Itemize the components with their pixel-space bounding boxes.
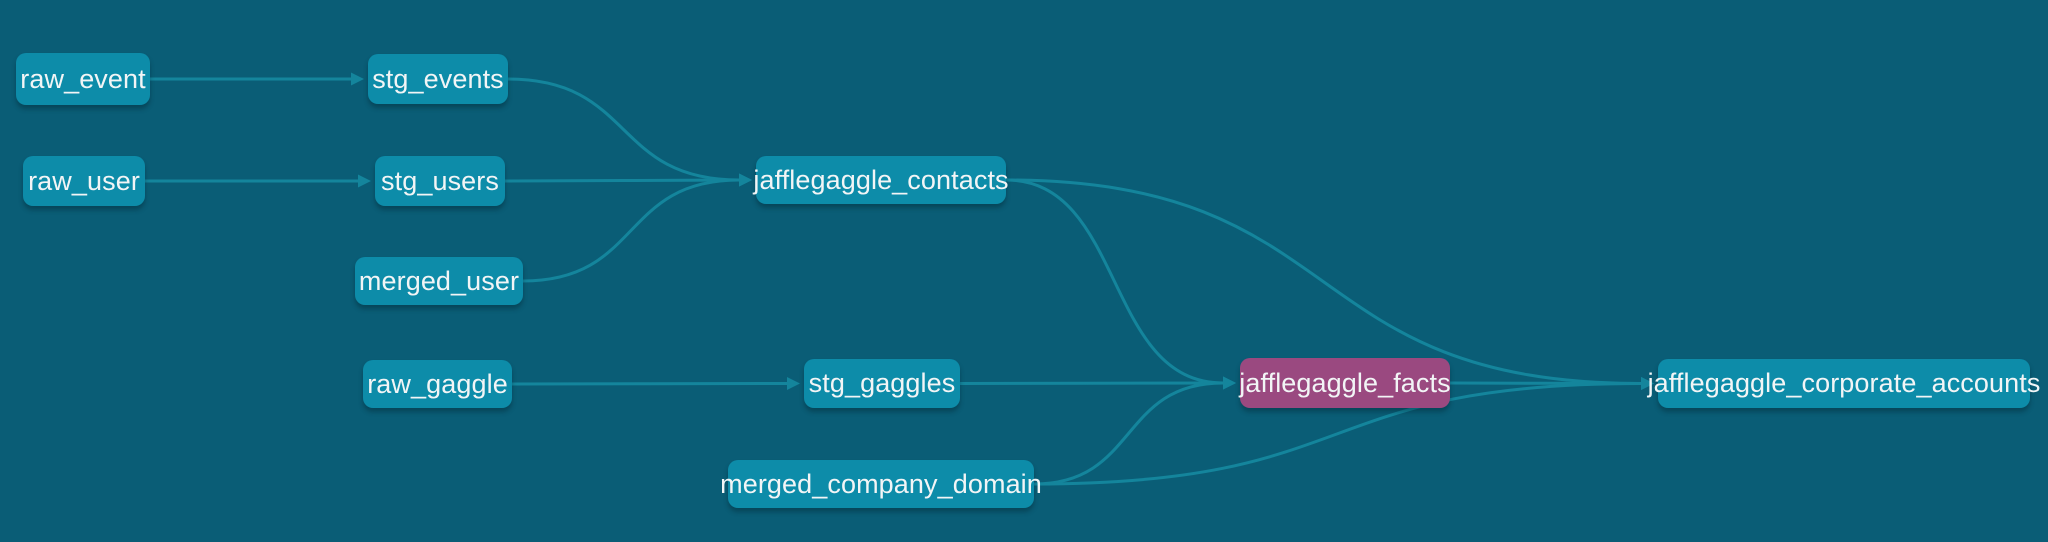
graph-node-merged_user[interactable]: merged_user — [355, 257, 523, 305]
node-label: raw_gaggle — [367, 368, 508, 399]
node-label: stg_events — [372, 63, 504, 94]
node-label: stg_gaggles — [808, 368, 956, 398]
graph-node-merged_company_domain[interactable]: merged_company_domain — [720, 460, 1042, 508]
graph-node-raw_event[interactable]: raw_event — [16, 53, 150, 105]
node-label: raw_user — [28, 165, 140, 196]
node-label: merged_user — [358, 265, 520, 296]
graph-node-jafflegaggle_facts[interactable]: jafflegaggle_facts — [1239, 358, 1451, 408]
graph-node-jafflegaggle_corporate_accounts[interactable]: jafflegaggle_corporate_accounts — [1648, 359, 2040, 408]
graph-node-raw_user[interactable]: raw_user — [23, 156, 145, 206]
graph-node-stg_users[interactable]: stg_users — [375, 156, 505, 206]
graph-node-jafflegaggle_contacts[interactable]: jafflegaggle_contacts — [753, 156, 1009, 204]
node-label: stg_users — [381, 165, 499, 196]
graph-node-stg_gaggles[interactable]: stg_gaggles — [804, 359, 960, 408]
node-label: jafflegaggle_corporate_accounts — [1647, 368, 2041, 398]
node-label: jafflegaggle_contacts — [753, 164, 1009, 195]
node-label: merged_company_domain — [720, 468, 1042, 499]
graph-node-raw_gaggle[interactable]: raw_gaggle — [363, 360, 512, 408]
graph-node-stg_events[interactable]: stg_events — [368, 54, 508, 104]
node-label: raw_event — [20, 63, 146, 94]
node-label: jafflegaggle_facts — [1239, 367, 1451, 398]
